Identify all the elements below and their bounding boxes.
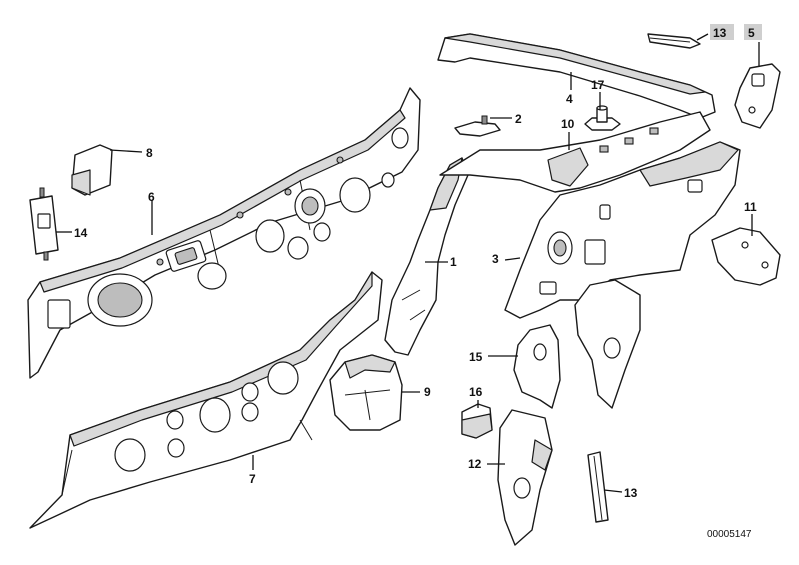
part-9-mount-block: [329, 354, 403, 431]
part-5-bracket: [734, 63, 781, 129]
part-8-bracket: [71, 144, 113, 196]
callout-15: 15: [469, 350, 483, 364]
callout-2: 2: [515, 112, 522, 126]
callout-4: 4: [566, 92, 573, 106]
part-11-corner-bracket: [711, 227, 781, 286]
part-16-clip: [461, 403, 493, 439]
callout-6: 6: [148, 190, 155, 204]
pillar-rear: [574, 279, 641, 409]
callout-13-box: [710, 24, 734, 40]
callout-12: 12: [468, 457, 482, 471]
callout-5-box: [744, 24, 762, 40]
callout-13-top: 13: [713, 26, 727, 40]
callout-7: 7: [249, 472, 256, 486]
callout-3: 3: [492, 252, 499, 266]
callout-labels: 1 2 3 4 5 6 7 8 9 10 11 12 13 13 14 15 1…: [74, 24, 762, 500]
part-15-bracket: [513, 324, 561, 409]
part-13-seal-strip-bottom: [587, 451, 609, 523]
part-3-side-panel: [504, 141, 741, 319]
callout-13-bottom: 13: [624, 486, 638, 500]
callout-10: 10: [561, 117, 575, 131]
callout-14: 14: [74, 226, 88, 240]
part-7-bulkhead-lower: [29, 271, 383, 529]
callout-9: 9: [424, 385, 431, 399]
callout-5: 5: [748, 26, 755, 40]
leader-lines: [56, 33, 760, 493]
part-13-seal-strip-top: [647, 33, 701, 49]
document-number: 00005147: [707, 529, 752, 540]
part-2-clip: [454, 115, 501, 137]
part-10-cross-brace: [439, 111, 711, 193]
callout-11: 11: [744, 200, 757, 214]
callout-16: 16: [469, 385, 483, 399]
part-14-plate: [29, 187, 59, 261]
callout-8: 8: [146, 146, 153, 160]
part-17-bolt-bracket: [584, 105, 621, 131]
part-12-lower-bracket: [497, 409, 553, 546]
callout-17: 17: [591, 78, 605, 92]
part-6-bulkhead-upper: [27, 87, 421, 379]
callout-1: 1: [450, 255, 457, 269]
part-4-upper-rail: [437, 33, 716, 119]
